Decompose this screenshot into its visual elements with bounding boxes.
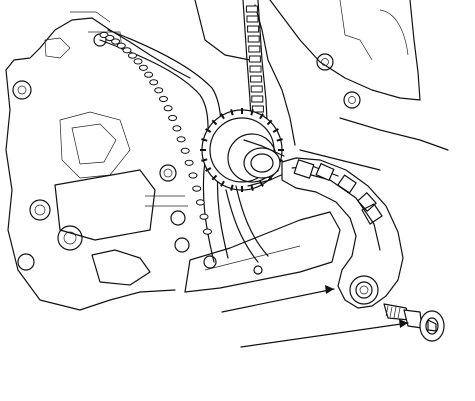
crankshaft-sprocket <box>200 108 289 192</box>
chain-link <box>250 85 263 93</box>
chain-link <box>184 159 194 166</box>
chain-link <box>251 105 264 113</box>
chain-link <box>159 95 168 103</box>
chain-link <box>128 52 137 59</box>
chain-link <box>248 55 261 63</box>
sprocket-tooth <box>230 109 234 116</box>
chain-link <box>105 34 115 42</box>
chain-link <box>163 105 173 112</box>
chain-link <box>203 228 212 235</box>
chain-link <box>154 87 164 94</box>
chain-link <box>144 71 154 78</box>
sprocket-tooth <box>250 184 254 191</box>
chain-link <box>248 45 261 53</box>
chain-link <box>122 47 132 54</box>
chain-link <box>250 75 263 83</box>
chain-link <box>138 64 148 71</box>
chain-link <box>149 79 159 86</box>
sprocket-tooth <box>220 180 225 187</box>
chain-link <box>246 15 259 23</box>
chain-link <box>199 213 209 220</box>
chain-link <box>176 136 186 143</box>
chain-link <box>192 185 202 192</box>
sprocket-tooth <box>201 158 208 162</box>
chain-tensioner-arm <box>225 157 404 309</box>
engine-block <box>5 0 449 311</box>
chain-link <box>195 199 205 206</box>
chain-link <box>251 95 264 103</box>
chain-link <box>172 125 182 132</box>
chain-link <box>249 65 262 73</box>
sprocket-tooth <box>259 113 264 120</box>
sprocket-tooth <box>230 184 234 191</box>
chain-link <box>111 38 121 45</box>
chain-link <box>245 5 258 13</box>
sprocket-tooth <box>276 138 283 142</box>
leader-lines <box>221 285 409 348</box>
sprocket-tooth <box>272 128 279 133</box>
sprocket-tooth <box>201 138 208 142</box>
chain-link <box>168 114 178 122</box>
sprocket-tooth <box>211 119 218 126</box>
sprocket-tooth <box>205 128 212 133</box>
sprocket-tooth <box>205 167 212 172</box>
chain-link <box>247 35 260 43</box>
chain-link <box>188 172 198 179</box>
pivot-bolt <box>383 303 445 342</box>
sprocket-tooth <box>220 113 225 120</box>
chain-link <box>116 42 126 49</box>
sprocket-tooth <box>250 109 254 116</box>
chain-link <box>133 58 143 65</box>
sprocket-tooth <box>266 119 273 126</box>
chain-link <box>247 25 260 33</box>
chain-link <box>180 147 190 154</box>
sprocket-tooth <box>211 174 218 181</box>
